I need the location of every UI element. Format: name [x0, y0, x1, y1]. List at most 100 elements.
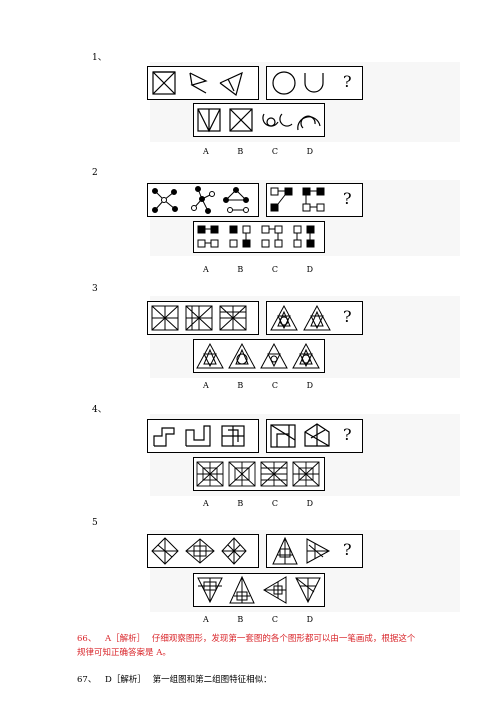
q1-group1 — [147, 66, 259, 100]
q1-option-d-fig — [297, 115, 321, 131]
q2-fig-squares-1 — [270, 187, 293, 212]
q2-fig-triangle-graph — [223, 187, 249, 213]
option-label-d: D — [306, 381, 313, 390]
q4-fig-shape-2 — [304, 423, 330, 447]
option-label-b: B — [237, 147, 244, 156]
q5-group1 — [147, 534, 259, 568]
q4-fig-path-3 — [221, 425, 245, 447]
q2-option-c-fig — [261, 225, 283, 248]
q5-option-d-fig — [295, 577, 321, 604]
q1-fig-triangles — [219, 71, 243, 97]
option-label-a: A — [203, 615, 209, 624]
q1-fig-zigzag — [189, 72, 208, 94]
q1-fig-circle — [272, 71, 296, 95]
q5-option-labels: A B C D — [203, 615, 313, 624]
q3-fig-grid-2 — [185, 305, 213, 331]
q1-question-mark: ? — [343, 72, 352, 91]
option-label-c: C — [271, 147, 278, 156]
question-3-number: 3 — [92, 284, 98, 294]
option-label-a: A — [203, 499, 209, 508]
q3-fig-grid-1 — [151, 305, 179, 331]
q5-option-a-fig — [197, 577, 223, 604]
q5-group2: ? — [266, 534, 363, 568]
q3-fig-triangle-star-2 — [303, 304, 331, 331]
q4-question-mark: ? — [343, 425, 352, 444]
q1-fig-square-hourglass — [152, 71, 176, 95]
option-label-a: A — [203, 147, 209, 156]
q2-group2: ? — [266, 183, 363, 217]
q5-option-c-fig — [263, 576, 287, 604]
q2-fig-star-graph — [152, 188, 178, 213]
q5-question-mark: ? — [343, 540, 352, 559]
q3-group2: ? — [266, 301, 363, 335]
q4-option-a-fig — [196, 461, 224, 487]
option-label-d: D — [306, 615, 313, 624]
q5-options-box — [193, 573, 325, 607]
option-label-b: B — [237, 615, 244, 624]
q3-option-c-fig — [260, 342, 288, 369]
q3-option-labels: A B C D — [203, 381, 313, 390]
q4-group1 — [147, 419, 259, 453]
q5-fig-triangle-1 — [272, 536, 298, 565]
option-label-c: C — [271, 265, 278, 274]
answer-67-number: 67、 — [77, 675, 97, 685]
q3-option-d-fig — [292, 342, 320, 369]
question-2-number: 2 — [92, 168, 98, 178]
answer-66-label: A［解析］ — [105, 634, 146, 644]
q1-group2: ? — [266, 66, 363, 100]
answer-67: 67、 D［解析］ 第一组图和第二组图特征相似： — [77, 673, 272, 687]
answer-67-label: D［解析］ — [105, 675, 146, 685]
answer-66-number: 66、 — [77, 634, 97, 644]
q1-fig-u-shape — [304, 73, 324, 93]
option-label-c: C — [271, 499, 278, 508]
option-label-c: C — [271, 381, 278, 390]
q2-option-labels: A B C D — [203, 265, 313, 274]
q3-group1 — [147, 301, 259, 335]
option-label-b: B — [237, 265, 244, 274]
q1-option-a-fig — [197, 108, 221, 133]
q1-option-labels: A B C D — [203, 147, 313, 156]
q3-options-box — [193, 339, 325, 373]
q3-option-a-fig — [196, 342, 224, 369]
option-label-a: A — [203, 381, 209, 390]
option-label-b: B — [237, 381, 244, 390]
q4-fig-path-2 — [185, 425, 211, 447]
q1-option-c-fig — [262, 113, 293, 127]
answer-67-text: 第一组图和第二组图特征相似： — [152, 675, 272, 685]
q5-fig-diamond-3 — [221, 537, 247, 565]
q4-option-labels: A B C D — [203, 499, 313, 508]
question-1-number: 1、 — [92, 53, 107, 63]
q4-option-b-fig — [228, 461, 256, 487]
option-label-a: A — [203, 265, 209, 274]
q5-fig-diamond-2 — [185, 538, 215, 564]
q2-fig-tree-graph — [191, 186, 215, 214]
q2-option-a-fig — [197, 225, 219, 248]
q2-option-d-fig — [293, 225, 315, 248]
q2-fig-squares-2 — [302, 187, 325, 212]
q4-fig-shape-1 — [270, 424, 296, 448]
q2-group1 — [147, 183, 259, 217]
q3-fig-triangle-star-1 — [270, 304, 298, 331]
q1-options-box — [193, 103, 325, 137]
q2-option-b-fig — [229, 225, 251, 248]
question-4-number: 4、 — [92, 405, 107, 415]
q4-option-c-fig — [260, 461, 288, 487]
q3-option-b-fig — [228, 342, 256, 369]
q1-option-b-fig — [229, 108, 253, 132]
q3-question-mark: ? — [343, 307, 352, 326]
q2-options-box — [193, 221, 325, 253]
q4-option-d-fig — [292, 461, 320, 487]
answer-66: 66、 A［解析］ 仔细观察图形，发现第一套图的各个图形都可以由一笔画成，根据这… — [77, 632, 415, 660]
q5-fig-triangle-2 — [306, 538, 331, 564]
q2-question-mark: ? — [343, 189, 352, 208]
q5-fig-diamond-1 — [151, 537, 179, 565]
q4-group2: ? — [266, 419, 363, 453]
question-5-number: 5 — [92, 518, 98, 528]
q4-fig-path-1 — [153, 427, 175, 447]
answer-66-text: 仔细观察图形，发现第一套图的各个图形都可以由一笔画成，根据这个 — [151, 634, 416, 644]
option-label-c: C — [271, 615, 278, 624]
q5-option-b-fig — [229, 575, 255, 604]
option-label-b: B — [237, 499, 244, 508]
option-label-d: D — [306, 499, 313, 508]
option-label-d: D — [306, 265, 313, 274]
